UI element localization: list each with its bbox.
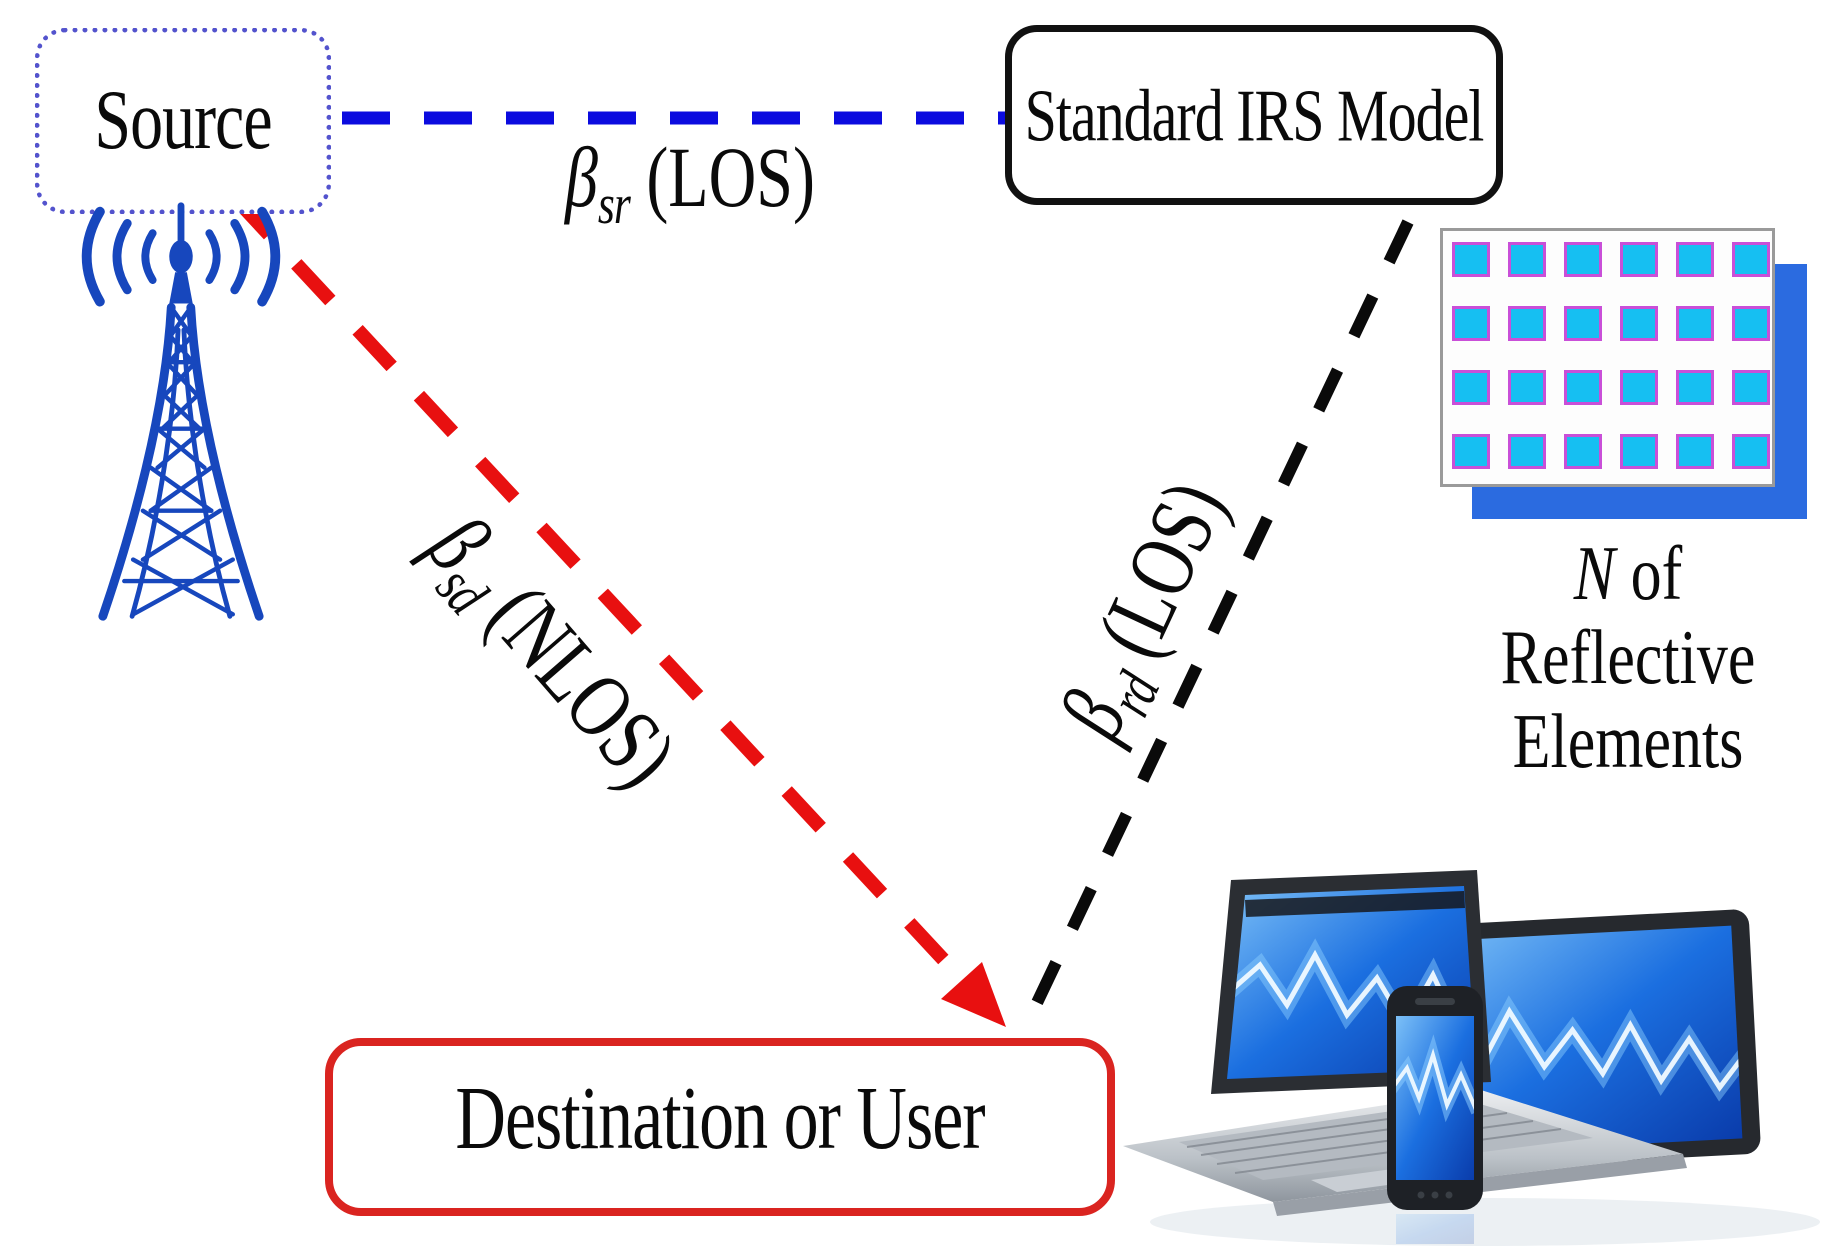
beta-symbol: β: [565, 130, 598, 226]
reflective-element: [1620, 306, 1658, 341]
reflective-element: [1508, 370, 1546, 405]
reflective-element: [1508, 306, 1546, 341]
reflective-element: [1676, 242, 1714, 277]
link-label-sr: βsr (LOS): [420, 131, 960, 236]
caption-line2: Reflective: [1500, 615, 1756, 701]
source-node-label: Source: [94, 73, 272, 168]
irs-model-node-label: Standard IRS Model: [1024, 73, 1485, 157]
panel-caption: N of Reflective Elements: [1440, 531, 1816, 785]
irs-destination-link-line: [1019, 219, 1414, 1031]
reflective-element: [1676, 306, 1714, 341]
reflective-element: [1564, 434, 1602, 469]
n-symbol: N: [1573, 531, 1616, 617]
irs-grid: [1443, 231, 1779, 480]
irs-model-node: Standard IRS Model: [1005, 25, 1503, 205]
destination-node-label: Destination or User: [455, 1070, 985, 1169]
reflective-element: [1564, 306, 1602, 341]
user-devices-icon: [1123, 870, 1820, 1246]
reflective-element: [1732, 434, 1770, 469]
irs-panel-wrap: [1440, 228, 1836, 558]
los-suffix: (LOS): [629, 130, 815, 226]
reflective-element: [1508, 434, 1546, 469]
caption-line1: of: [1615, 531, 1683, 617]
reflective-element: [1452, 306, 1490, 341]
reflective-element: [1508, 242, 1546, 277]
reflective-element: [1620, 434, 1658, 469]
reflective-element: [1564, 242, 1602, 277]
beta-subscript: sr: [597, 173, 631, 237]
reflective-element: [1676, 370, 1714, 405]
reflective-element: [1452, 370, 1490, 405]
reflective-element: [1732, 370, 1770, 405]
smartphone-icon: [1387, 986, 1483, 1244]
irs-panel: [1440, 228, 1775, 487]
caption-line3: Elements: [1512, 699, 1744, 785]
reflective-element: [1620, 370, 1658, 405]
destination-node: Destination or User: [325, 1038, 1115, 1216]
radio-tower-icon: [81, 202, 281, 621]
source-destination-link-line: [229, 193, 974, 991]
reflection-shadow: [1150, 1198, 1820, 1246]
reflective-element: [1452, 434, 1490, 469]
reflective-element: [1620, 242, 1658, 277]
reflective-element: [1452, 242, 1490, 277]
reflective-element: [1732, 242, 1770, 277]
reflective-element: [1732, 306, 1770, 341]
reflective-element: [1676, 434, 1714, 469]
reflective-element: [1564, 370, 1602, 405]
source-node: Source: [35, 28, 331, 214]
arrowhead-icon: [941, 962, 1006, 1027]
